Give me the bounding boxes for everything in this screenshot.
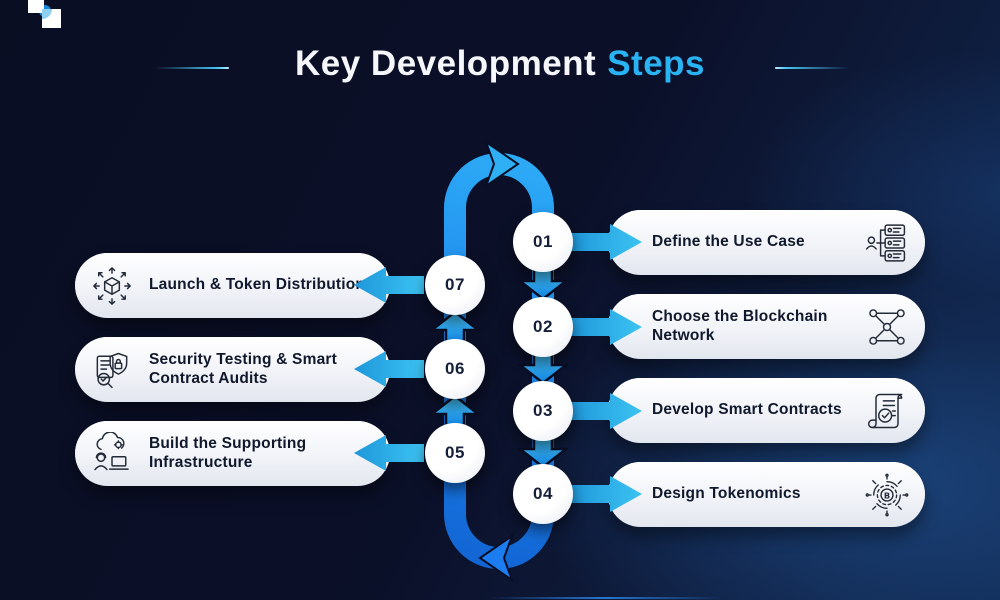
bottom-glow-line: [488, 597, 723, 599]
flow-top-arrowhead: [483, 139, 520, 189]
tokenomics-icon: B: [865, 473, 909, 517]
logo-square-large: [42, 9, 61, 28]
step-card-04: Design Tokenomics B: [608, 462, 925, 527]
step-label: Security Testing & Smart Contract Audits: [149, 350, 337, 387]
step-number-01: 01: [513, 212, 573, 272]
logo: [26, 0, 64, 32]
step-label: Choose the Blockchain Network: [652, 307, 828, 344]
title-decor-line-right: [775, 67, 849, 69]
step-label: Design Tokenomics: [652, 485, 801, 503]
smart-contract-icon: [865, 389, 909, 433]
step-number-02: 02: [513, 297, 573, 357]
step-card-03: Develop Smart Contracts: [608, 378, 925, 443]
distribution-icon: [90, 264, 134, 308]
step-label: Develop Smart Contracts: [652, 401, 842, 419]
step-label: Define the Use Case: [652, 233, 805, 251]
step-number-04: 04: [513, 464, 573, 524]
step-card-01: Define the Use Case: [608, 210, 925, 275]
step-card-02: Choose the Blockchain Network: [608, 294, 925, 359]
step-number-03: 03: [513, 381, 573, 441]
step-number-05: 05: [425, 423, 485, 483]
step-card-07: Launch & Token Distribution: [75, 253, 390, 318]
infrastructure-icon: [90, 431, 134, 476]
step-number-07: 07: [425, 255, 485, 315]
step-card-05: Build the Supporting Infrastructure: [75, 421, 390, 486]
chevron-down-icon: [516, 266, 570, 301]
use-case-icon: [865, 221, 909, 265]
step-card-06: Security Testing & Smart Contract Audits: [75, 337, 390, 402]
logo-square-small: [28, 0, 44, 13]
svg-text:B: B: [884, 490, 890, 500]
page-title-highlight: Steps: [607, 44, 706, 83]
security-audit-icon: [90, 348, 134, 392]
flow-bottom-arrowhead: [478, 533, 515, 583]
page-title: Key Development Steps: [0, 44, 1000, 84]
step-label: Build the Supporting Infrastructure: [149, 434, 307, 471]
step-label: Launch & Token Distribution: [149, 276, 366, 294]
page-title-prefix: Key Development: [294, 44, 597, 83]
blockchain-network-icon: [865, 305, 909, 349]
title-decor-line-left: [155, 67, 229, 69]
step-number-06: 06: [425, 339, 485, 399]
